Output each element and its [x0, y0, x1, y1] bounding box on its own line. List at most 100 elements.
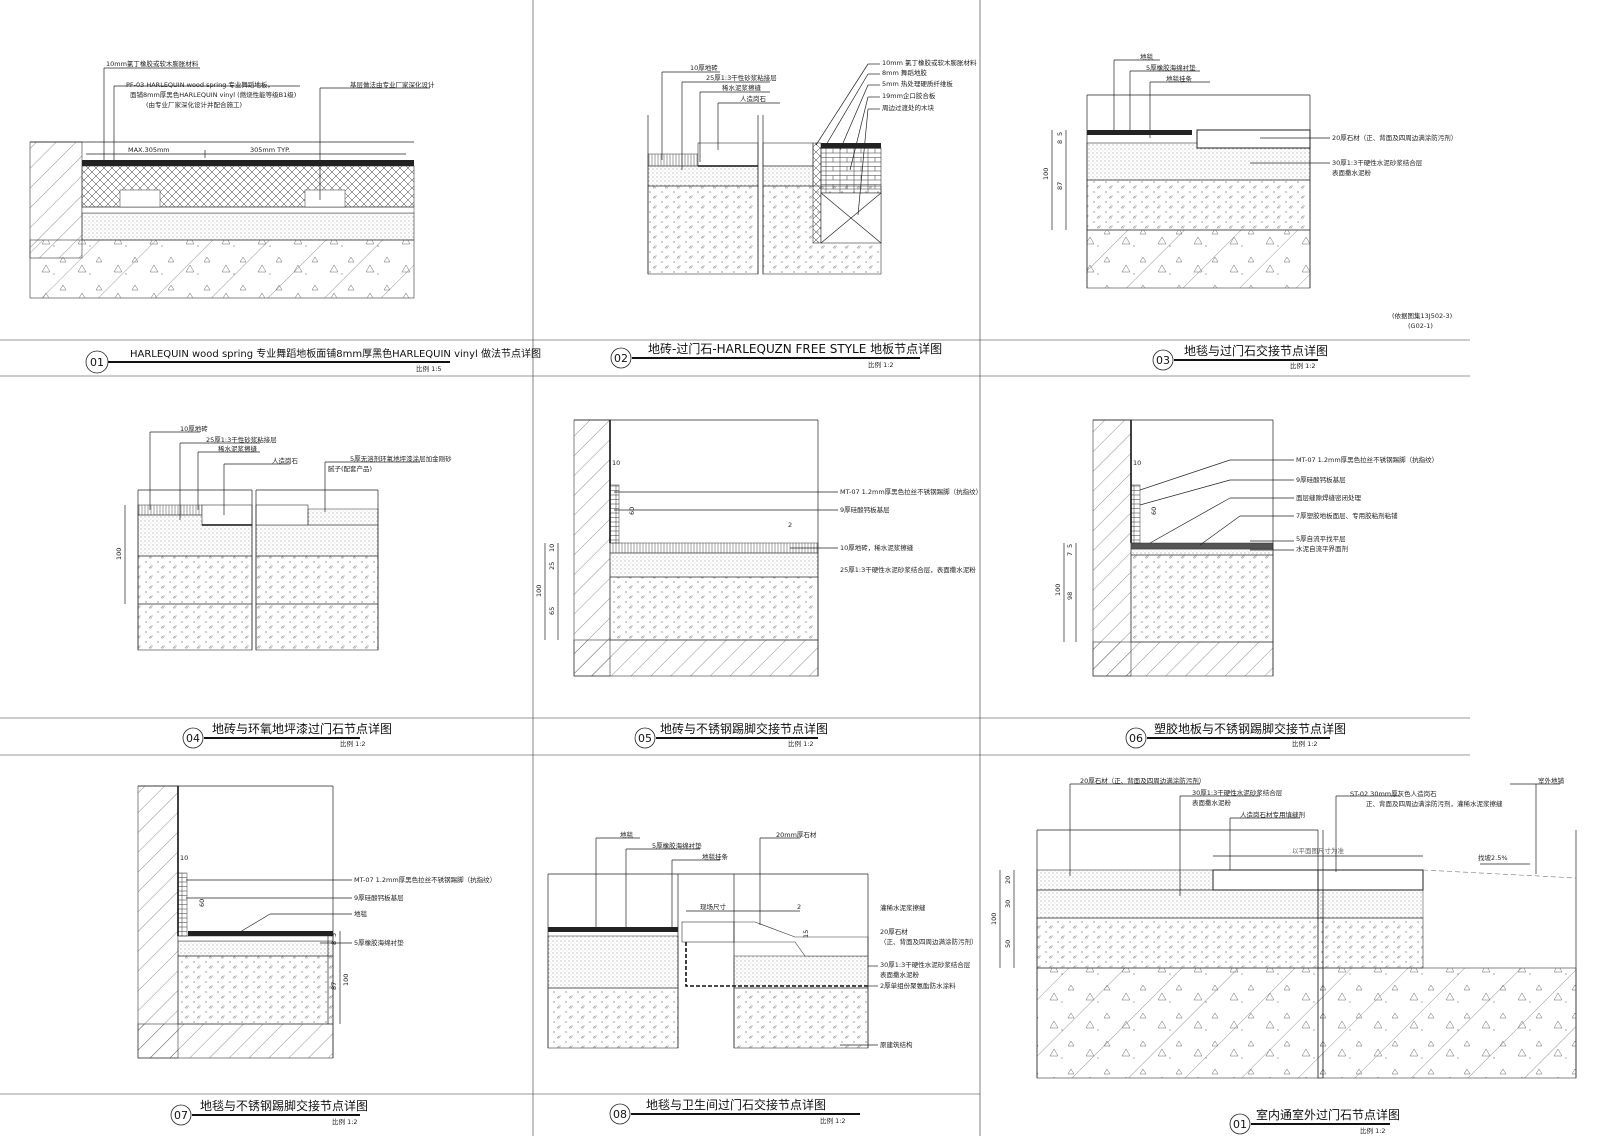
p07-dim-100: 100: [342, 974, 350, 986]
p02-label-7: 5mm 热处理硬质纤维板: [882, 79, 953, 88]
p08-label-10: 2厚单组份聚氨酯防水涂料: [880, 981, 956, 990]
p06-label-4: 7厚塑胶地板面层、专用胶粘剂粘铺: [1296, 511, 1398, 520]
p04-label-5: 5厚无溶剂环氧地坪漆涂层加金刚砂: [350, 454, 452, 463]
p03-title: 地毯与过门石交接节点详图: [1184, 343, 1328, 358]
p02-label-8: 19mm企口胶合板: [882, 91, 936, 100]
sheet-grid: [0, 0, 1470, 1136]
p05-label-1: MT-07 1.2mm厚黑色拉丝不锈钢踢脚（抗指纹）: [840, 487, 982, 496]
p09-number-bubble: [1229, 1113, 1251, 1135]
p09-label-6: 正、背面及四周边满涂防污剂，灌稀水泥浆擦缝: [1366, 799, 1503, 808]
p03-dim-8: 8: [1056, 140, 1064, 144]
p06-dim-5: 5: [1066, 544, 1074, 548]
p06-label-2: 9厚硅酸钙板基层: [1296, 475, 1346, 484]
panel-06-vinyl-skirting: 10 60 5 7 98 100 MT-07 1.2mm厚黑色拉丝不锈钢踢脚（抗…: [1054, 419, 1438, 749]
p01-dim-typ: 305mm TYP.: [250, 146, 290, 154]
panel-05-tile-skirting: 10 60 10 25 65 100 2 MT-07 1.2mm厚黑色拉丝不锈钢…: [535, 419, 982, 749]
p02-scale: 比例 1:2: [868, 360, 894, 369]
p08-label-7: （正、背面及四周边满涂防污剂）: [880, 937, 978, 946]
p09-title: 室内通室外过门石节点详图: [1256, 1107, 1400, 1122]
p09-label-7: 室外地铺: [1538, 776, 1565, 785]
p08-label-4: 20mm厚石材: [776, 830, 817, 839]
p05-number: 05: [638, 732, 652, 745]
p03-label-ref1: (依据图集13J502-3): [1392, 311, 1452, 320]
p01-number: 01: [90, 356, 104, 369]
p08-scale: 比例 1:2: [820, 1116, 846, 1125]
p06-label-1: MT-07 1.2mm厚黑色拉丝不锈钢踢脚（抗指纹）: [1296, 455, 1438, 464]
p03-label-6: 表面撒水泥粉: [1332, 168, 1372, 177]
p04-title: 地砖与环氧地坪漆过门石节点详图: [212, 721, 392, 736]
p08-label-1: 地毯: [620, 830, 634, 839]
p02-label-6: 8mm 舞蹈地胶: [882, 68, 927, 77]
p07-number: 07: [174, 1109, 188, 1122]
p05-dim-25: 25: [548, 562, 556, 570]
p06-label-6: 水泥自流平界面剂: [1296, 544, 1348, 553]
p03-label-2: 5厚橡胶海绵衬垫: [1146, 63, 1196, 72]
p07-title: 地毯与不锈钢踢脚交接节点详图: [200, 1098, 368, 1113]
p07-dim-60: 60: [198, 899, 206, 907]
p05-label-4: 25厚1:3干硬性水泥砂浆结合层，表面撒水泥粉: [840, 565, 976, 574]
p03-dim-5: 5: [1056, 132, 1064, 136]
p09-dim-ref: 以平面图尺寸为准: [1292, 846, 1345, 855]
p07-label-4: 5厚橡胶海绵衬垫: [354, 938, 404, 947]
p03-number-bubble: [1152, 349, 1174, 371]
p07-dim-87: 87: [330, 982, 338, 990]
p05-scale: 比例 1:2: [788, 739, 814, 748]
p08-number-bubble: [609, 1103, 631, 1125]
p07-dim-5: 5: [330, 933, 338, 937]
p07-label-3: 地毯: [354, 909, 368, 918]
p01-scale: 比例 1:5: [416, 364, 442, 373]
p02-label-9: 周边过渡处的木块: [882, 103, 935, 112]
p09-number: 01: [1233, 1118, 1247, 1131]
panel-08-carpet-bathroom: 现场尺寸 2 15 地毯 5厚橡胶海绵衬垫 地毯挂条 20mm厚石材 灌稀水泥浆…: [547, 830, 978, 1125]
p09-dim-30: 30: [1004, 900, 1012, 908]
p08-label-6: 20厚石材: [880, 927, 908, 936]
p06-scale: 比例 1:2: [1292, 739, 1318, 748]
p02-number: 02: [614, 352, 628, 365]
p05-label-3: 10厚地砖，稀水泥浆擦缝: [840, 543, 914, 552]
p07-number-bubble: [170, 1104, 192, 1126]
p04-label-1: 10厚地砖: [180, 424, 208, 433]
p08-title: 地毯与卫生间过门石交接节点详图: [646, 1097, 826, 1112]
p02-title: 地砖-过门石-HARLEQUZN FREE STYLE 地板节点详图: [648, 341, 942, 356]
p03-label-ref2: (G02-1): [1408, 322, 1433, 330]
p09-dim-50: 50: [1004, 940, 1012, 948]
p08-dim-site: 现场尺寸: [700, 902, 727, 911]
p03-scale: 比例 1:2: [1290, 361, 1316, 370]
p07-label-1: MT-07 1.2mm厚黑色拉丝不锈钢踢脚（抗指纹）: [354, 875, 496, 884]
p01-label-2: PF-03 HARLEQUIN wood spring 专业舞蹈地板，: [126, 80, 274, 89]
p02-label-3: 稀水泥浆擦缝: [722, 83, 762, 92]
p09-label-2: 30厚1:3干硬性水泥砂浆结合层: [1192, 788, 1283, 797]
p06-dim-100: 100: [1054, 584, 1062, 596]
p03-label-3: 地毯挂条: [1166, 74, 1193, 83]
p08-label-9: 表面撒水泥粉: [880, 970, 920, 979]
p06-dim-98: 98: [1066, 592, 1074, 600]
p07-dim-10: 10: [180, 854, 188, 862]
p02-label-4: 人造岗石: [740, 94, 767, 103]
p04-label-3: 稀水泥浆擦缝: [218, 444, 258, 453]
p05-dim-65: 65: [548, 607, 556, 615]
p08-label-3: 地毯挂条: [702, 852, 729, 861]
p05-number-bubble: [634, 727, 656, 749]
p08-dim-15: 15: [802, 930, 810, 938]
p01-title: HARLEQUIN wood spring 专业舞蹈地板面铺8mm厚黑色HARL…: [130, 347, 541, 360]
p01-label-3: 面铺8mm厚黑色HARLEQUIN vinyl (燃烧性能等级B1级): [130, 90, 296, 99]
p06-dim-60: 60: [1150, 507, 1158, 515]
p07-label-2: 9厚硅酸钙板基层: [354, 893, 404, 902]
p04-number-bubble: [182, 727, 204, 749]
p06-label-3: 面层缝隙焊缝密闭处理: [1296, 493, 1362, 502]
p05-dim-10b: 10: [548, 544, 556, 552]
p04-dim-100: 100: [115, 548, 123, 560]
p08-label-2: 5厚橡胶海绵衬垫: [652, 841, 702, 850]
panel-01-harlequin: MAX.305mm 305mm TYP. 10mm氯丁橡胶或软木膨胀材料 PF-…: [29, 59, 541, 374]
p03-label-4: 20厚石材（正、背面及四周边满涂防污剂）: [1332, 133, 1457, 142]
p04-label-2: 25厚1:3干性砂浆粘接层: [206, 435, 277, 444]
p09-label-5: ST-02 30mm厚灰色人造岗石: [1350, 789, 1437, 798]
p04-scale: 比例 1:2: [340, 739, 366, 748]
p04-number: 04: [186, 732, 200, 745]
p05-title: 地砖与不锈钢踢脚交接节点详图: [660, 721, 828, 736]
panel-02-tile-threshold: 10厚地砖 25厚1:3干性砂浆粘接层 稀水泥浆擦缝 人造岗石 10mm 氯丁橡…: [610, 58, 977, 369]
p03-label-1: 地毯: [1140, 52, 1154, 61]
p09-scale: 比例 1:2: [1360, 1126, 1386, 1135]
p07-scale: 比例 1:2: [332, 1117, 358, 1126]
